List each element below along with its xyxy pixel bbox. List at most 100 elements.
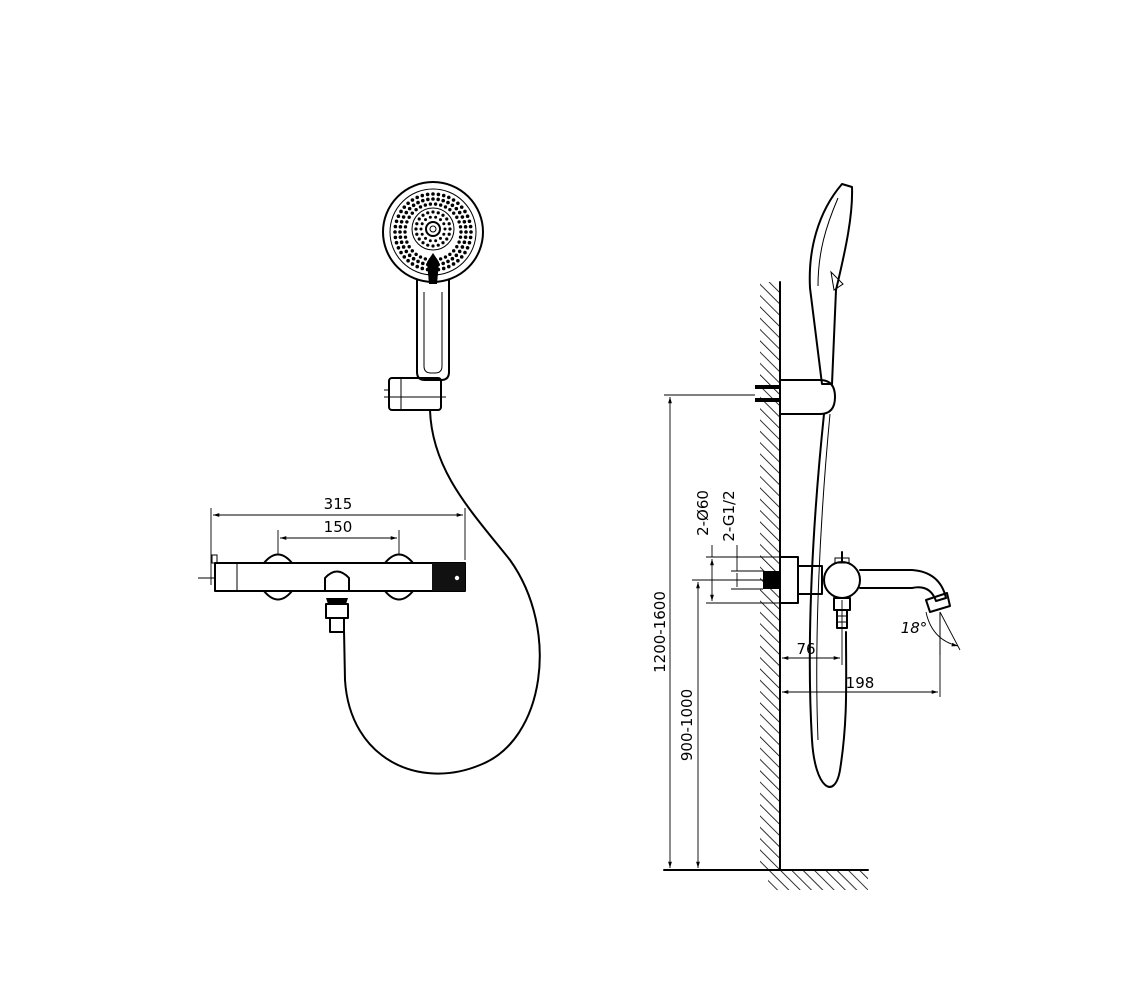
nozzle-dot (398, 225, 403, 229)
nozzle-dot (396, 214, 401, 219)
nozzle-dot (455, 215, 459, 219)
dim-315-label: 315 (324, 495, 353, 513)
nozzle-dot (460, 215, 465, 219)
nozzle-dot (442, 222, 446, 226)
nozzle-dot (403, 225, 408, 229)
dimension-angle: 18° (901, 611, 961, 655)
nozzle-dot (418, 255, 423, 259)
dim-angle-label: 18° (901, 619, 928, 637)
nozzle-dot (416, 259, 420, 264)
nozzle-dot (467, 240, 472, 245)
nozzle-dot (459, 205, 464, 209)
nozzle-dot (403, 235, 408, 239)
nozzle-dot (463, 209, 467, 214)
nozzle-dot (443, 205, 448, 209)
nozzle-dot (456, 201, 460, 206)
dim-inlet-label: 2-Ø60 (694, 490, 712, 536)
nozzle-dot (407, 206, 412, 211)
nozzle-dot (415, 195, 420, 200)
nozzle-dot (457, 220, 461, 224)
nozzle-dot (410, 249, 415, 253)
nozzle-dot (434, 215, 438, 219)
nozzle-dot (468, 235, 473, 240)
hand-shower-handle (416, 279, 450, 381)
nozzle-dot (393, 230, 397, 234)
nozzle-dot (420, 222, 424, 226)
nozzle-dot (420, 232, 424, 236)
dim-150-label: 150 (324, 518, 353, 536)
nozzle-dot (421, 241, 425, 245)
nozzle-dot (448, 207, 452, 212)
nozzle-dot (393, 224, 398, 229)
nozzle-dot (438, 218, 442, 222)
dim-198-label: 198 (846, 674, 875, 692)
nozzle-dot (414, 227, 418, 231)
nozzle-dot (421, 198, 425, 203)
nozzle-dot (446, 195, 451, 200)
nozzle-dot (438, 236, 442, 240)
nozzle-dot (441, 213, 445, 217)
nozzle-dot (465, 214, 470, 219)
nozzle-dot (404, 210, 409, 215)
nozzle-ring-middle (403, 202, 463, 262)
nozzle-dot (419, 227, 423, 231)
nozzle-dot (436, 197, 440, 202)
thermostatic-mixer-body (198, 553, 466, 633)
nozzle-dot (446, 259, 450, 264)
nozzle-dot (431, 192, 435, 196)
nozzle-dot (418, 205, 423, 209)
nozzle-dot (405, 240, 409, 244)
nozzle-dot (428, 239, 432, 243)
dim-900-1000-label: 900-1000 (678, 689, 696, 761)
nozzle-dot (394, 240, 399, 245)
nozzle-dot (436, 192, 441, 197)
nozzle-dot (426, 197, 430, 202)
nozzle-dot (393, 235, 398, 240)
nozzle-ring-outer (393, 192, 473, 272)
nozzle-dot (462, 240, 467, 244)
hand-shower-side (808, 183, 854, 385)
dimension-inlets: 2-Ø60 2-G1/2 (694, 490, 780, 604)
nozzle-dot (431, 197, 435, 201)
dim-thread-label: 2-G1/2 (720, 490, 738, 541)
nozzle-dot (450, 203, 455, 208)
nozzle-dot (416, 200, 420, 205)
nozzle-dot (447, 232, 451, 236)
nozzle-dot (441, 266, 446, 271)
nozzle-dot (457, 240, 461, 244)
nozzle-dot (406, 258, 410, 263)
nozzle-dot (456, 258, 460, 263)
nozzle-dot (434, 239, 438, 243)
nozzle-dot (411, 256, 416, 261)
nozzle-dot (401, 215, 406, 219)
nozzle-dot (450, 256, 455, 261)
nozzle-dot (407, 215, 411, 219)
nozzle-dot (455, 245, 459, 249)
nozzle-dot (428, 202, 433, 206)
dimension-315: 315 (210, 495, 466, 585)
nozzle-dot (401, 245, 406, 249)
nozzle-dot (441, 198, 446, 203)
nozzle-dot (441, 261, 446, 266)
nozzle-dot (443, 227, 447, 231)
nozzle-dot (446, 200, 450, 205)
nozzle-dot (410, 211, 415, 215)
nozzle-dot (399, 220, 404, 224)
mixer-side (763, 551, 951, 629)
nozzle-dot (457, 249, 462, 254)
hose-side (808, 413, 848, 788)
nozzle-dot (441, 193, 446, 198)
front-view: 315 150 (198, 181, 541, 775)
shower-hose (343, 409, 541, 775)
shower-holder (384, 377, 446, 411)
nozzle-dot (465, 245, 470, 250)
nozzle-dot (463, 250, 467, 255)
nozzle-dot (441, 241, 445, 245)
nozzle-dot (438, 203, 443, 207)
nozzle-dot (404, 249, 409, 254)
holder-side (755, 379, 836, 415)
nozzle-dot (399, 209, 403, 214)
nozzle-dot (415, 222, 419, 226)
nozzle-dot (414, 252, 418, 257)
nozzle-dot (431, 210, 435, 214)
